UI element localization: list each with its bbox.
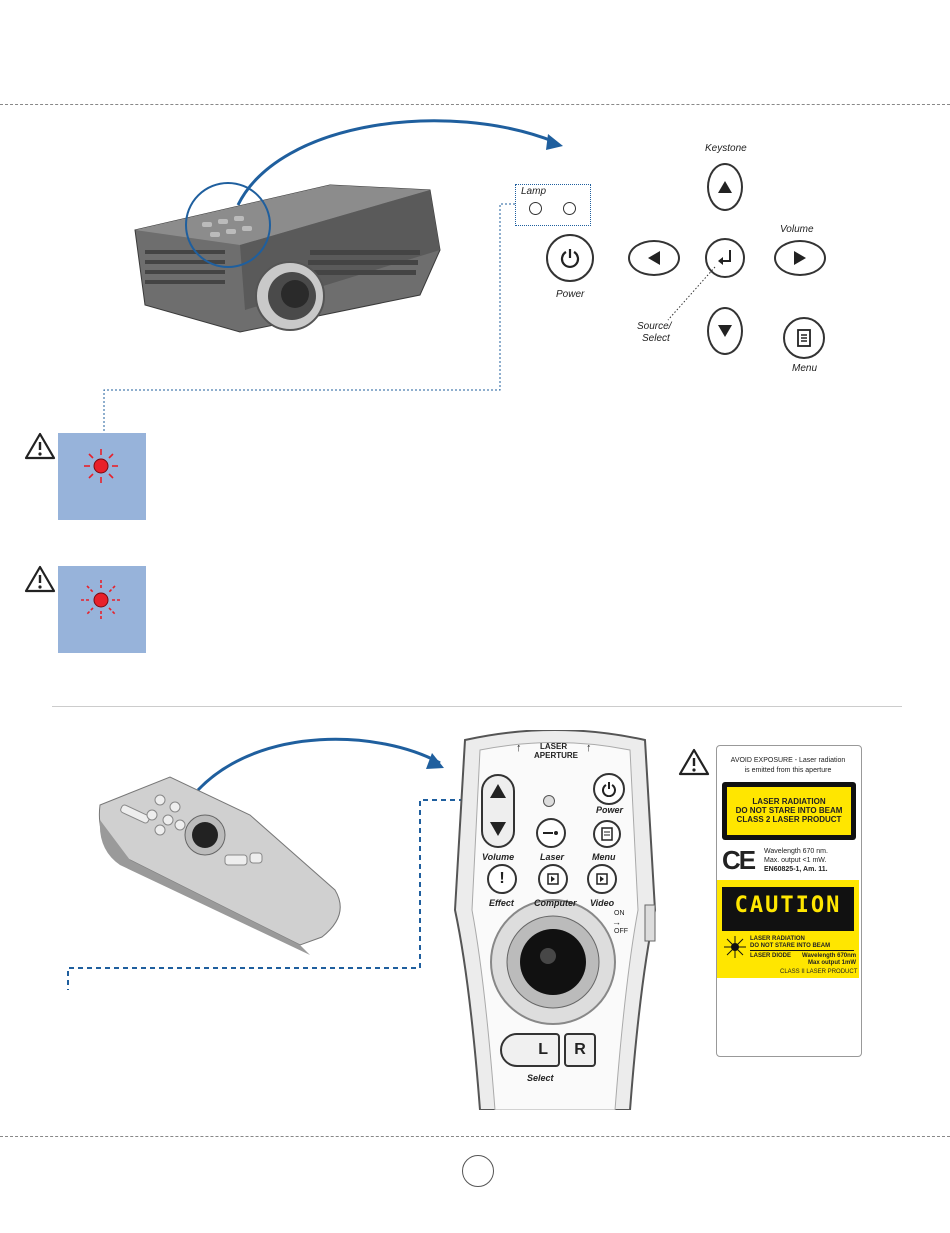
top-divider: [0, 104, 950, 105]
power-label: Power: [556, 289, 585, 300]
remote-illustration: [98, 737, 444, 955]
keystone-down-button[interactable]: [707, 307, 743, 355]
avoid-exposure-line1: AVOID EXPOSURE - Laser radiation: [730, 757, 846, 764]
warning-box-led-flashing: [58, 566, 146, 653]
computer-button[interactable]: [538, 864, 568, 894]
power-icon: [602, 782, 616, 797]
source-label-line2: Select: [642, 333, 670, 344]
left-button[interactable]: [628, 240, 680, 276]
remote-menu-button[interactable]: [593, 820, 621, 848]
menu-icon: [797, 329, 811, 347]
on-label: ON: [614, 910, 625, 917]
laser-radiation-badge-inner: [727, 787, 851, 835]
source-pointer-line: [667, 266, 716, 321]
power-button[interactable]: [546, 234, 594, 282]
projector-illustration: [134, 119, 563, 333]
lamp-led-1: [529, 202, 542, 215]
remote-power-label: Power: [596, 805, 624, 815]
leader-line: [103, 203, 515, 435]
volume-rocker[interactable]: [481, 774, 515, 848]
remote-power-button[interactable]: [593, 773, 625, 805]
video-label: Video: [590, 898, 615, 908]
led-steady-icon: [84, 449, 118, 483]
led-flashing-icon: [81, 580, 121, 620]
laser-aperture-led: [543, 795, 555, 807]
source-select-button[interactable]: [705, 238, 745, 278]
laser-aperture-line2: APERTURE: [534, 751, 579, 760]
source-label-line1: Source/: [637, 321, 672, 332]
left-click-button[interactable]: L: [500, 1033, 560, 1067]
lamp-label: Lamp: [521, 186, 547, 197]
remote-menu-label: Menu: [592, 852, 616, 862]
warning-icon: [24, 565, 56, 593]
select-label: Select: [527, 1073, 554, 1083]
section-divider: [52, 706, 902, 707]
laser-icon: [543, 831, 558, 835]
arrow-down-icon: [718, 325, 732, 337]
laser-button[interactable]: [536, 818, 566, 848]
remote-volume-label: Volume: [482, 852, 515, 862]
radiation-line1: LASER RADIATION: [752, 797, 826, 806]
exclamation-icon: !: [499, 870, 505, 887]
power-icon: [560, 249, 580, 269]
caution-diode: LASER DIODE: [750, 953, 792, 959]
effect-button[interactable]: !: [487, 864, 517, 894]
avoid-exposure-line2: is emitted from this aperture: [744, 767, 832, 774]
effect-label: Effect: [489, 898, 514, 908]
menu-button[interactable]: [783, 317, 825, 359]
caution-line2: DO NOT STARE INTO BEAM: [750, 943, 831, 949]
input-icon: [596, 873, 608, 885]
lamp-indicator-box: [515, 184, 591, 226]
remote-laser-label: Laser: [540, 852, 565, 862]
caution-line1: LASER RADIATION: [750, 936, 805, 942]
menu-label: Menu: [792, 363, 818, 374]
menu-icon: [601, 827, 613, 841]
aperture-arrow-right: ↑: [586, 742, 592, 754]
laser-starburst-icon: [724, 936, 746, 958]
video-button[interactable]: [587, 864, 617, 894]
spec-line3: EN60825-1, Am. 11.: [764, 866, 828, 873]
callout-arrow: [236, 119, 556, 206]
caution-output: Max output 1mW: [808, 960, 856, 966]
on-off-arrow: →: [612, 917, 621, 927]
radiation-line2: DO NOT STARE INTO BEAM: [735, 806, 843, 815]
keystone-up-button[interactable]: [707, 163, 743, 211]
arrow-up-icon: [718, 181, 732, 193]
volume-arrows-icon: [490, 784, 506, 836]
caution-class: CLASS II LASER PRODUCT: [780, 969, 858, 975]
laser-aperture-line1: LASER: [540, 742, 568, 751]
r-button-label: R: [574, 1041, 586, 1058]
page-number-circle: [462, 1155, 494, 1187]
caution-rule: [750, 950, 854, 951]
arrow-right-icon: [794, 251, 806, 265]
caution-title-bar: [722, 887, 854, 931]
radiation-line3: CLASS 2 LASER PRODUCT: [736, 815, 842, 824]
ce-mark: CE: [722, 845, 756, 875]
warning-box-led-on: [58, 433, 146, 520]
off-label: OFF: [614, 928, 628, 935]
computer-label: Computer: [534, 898, 577, 908]
spec-line2: Max. output <1 mW.: [764, 857, 827, 864]
right-button[interactable]: [774, 240, 826, 276]
arrow-left-icon: [648, 251, 660, 265]
l-button-label: L: [538, 1041, 548, 1058]
input-icon: [547, 873, 559, 885]
lamp-led-2: [563, 202, 576, 215]
bottom-divider: [0, 1136, 950, 1137]
keystone-label: Keystone: [705, 143, 747, 154]
caution-title: CAUTION: [734, 893, 842, 918]
caution-wavelength: Wavelength 670nm: [802, 953, 857, 959]
volume-label: Volume: [780, 224, 814, 235]
aperture-arrow-left: ↑: [516, 742, 522, 754]
enter-icon: [718, 250, 731, 265]
warning-icon: [24, 432, 56, 460]
warning-icon: [678, 748, 710, 776]
right-click-button[interactable]: R: [564, 1033, 596, 1067]
spec-line1: Wavelength 670 nm.: [764, 848, 828, 855]
